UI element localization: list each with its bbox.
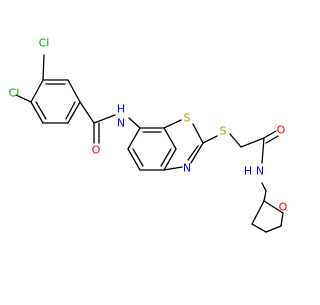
atom-cl-left-label: Cl	[9, 87, 20, 100]
atom-s-thioether-label: S	[220, 125, 227, 138]
atom-o-thf-label: O	[279, 201, 288, 214]
molecule-structure: Cl Cl O N H S N S O N H O	[9, 37, 288, 233]
atom-nh-amide-2: N H	[244, 165, 264, 178]
atom-o-carbonyl-1: O	[92, 144, 101, 157]
atom-s-thiazole-label: S	[184, 112, 191, 125]
atom-o-carbonyl-2: O	[277, 124, 286, 137]
atom-o-carbonyl-2-label: O	[277, 124, 286, 137]
molecule-svg: Cl Cl O N H S N S O N H O	[9, 37, 288, 233]
atom-o-thf: O	[279, 201, 288, 214]
atom-o-carbonyl-1-label: O	[92, 144, 101, 157]
atom-nh-amide-1-n-label: N	[117, 117, 125, 130]
atom-nh-amide-1: N H	[117, 103, 125, 130]
atom-n-thiazole: N	[183, 162, 191, 175]
atom-nh-amide-2-h-label: H	[244, 165, 252, 178]
atom-labels: Cl Cl O N H S N S O N H O	[9, 37, 288, 214]
atom-cl-left: Cl	[9, 87, 20, 100]
atom-s-thiazole: S	[184, 112, 191, 125]
atom-n-thiazole-label: N	[183, 162, 191, 175]
atom-s-thioether: S	[220, 125, 227, 138]
bonds	[15, 54, 284, 233]
atom-cl-upper-label: Cl	[39, 37, 50, 50]
atom-cl-upper: Cl	[39, 37, 50, 50]
atom-nh-amide-1-h-label: H	[117, 103, 125, 116]
atom-nh-amide-2-n-label: N	[256, 165, 264, 178]
